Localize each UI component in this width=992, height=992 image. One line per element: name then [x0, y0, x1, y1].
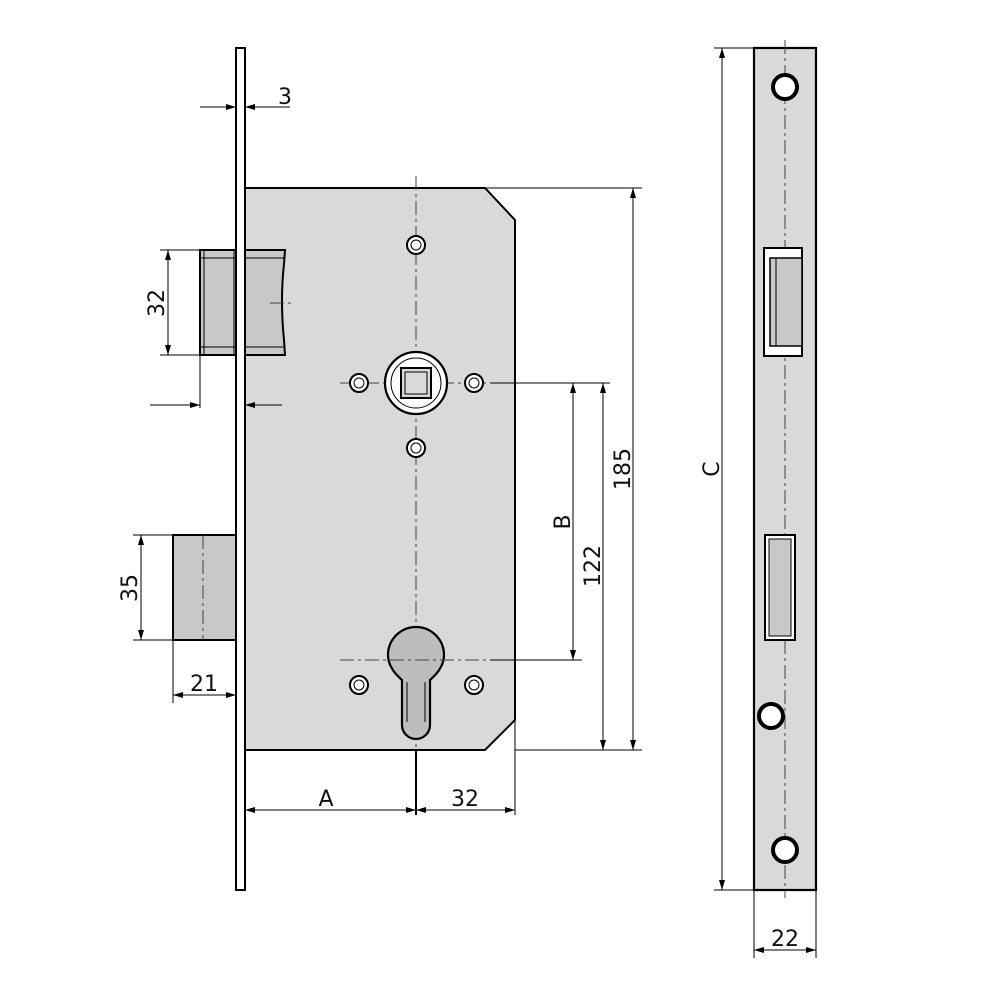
faceplate-screw-middle — [757, 702, 785, 730]
label-faceplate-length: C — [700, 461, 725, 476]
label-backset: A — [318, 787, 333, 812]
front-view: C 22 — [700, 40, 818, 958]
dim-faceplate-width: 22 — [753, 890, 817, 958]
dim-backset: A — [245, 787, 416, 813]
faceplate-side — [235, 47, 246, 891]
deadbolt — [172, 534, 242, 641]
lock-case — [244, 187, 516, 751]
label-faceplate-thickness: 3 — [278, 85, 292, 110]
dim-faceplate-thickness: 3 — [200, 85, 292, 110]
dim-deadbolt-height: 35 — [118, 534, 173, 641]
label-spindle-to-cylinder: B — [551, 514, 576, 529]
screw-hole-left — [349, 373, 369, 393]
cylinder-cutout — [386, 625, 446, 741]
label-deadbolt-height: 35 — [118, 574, 143, 602]
dim-lower-height: 122 — [515, 383, 612, 751]
label-case-height: 185 — [611, 448, 636, 490]
dim-cylinder-to-edge: 32 — [416, 720, 516, 815]
label-deadbolt-throw: 21 — [190, 672, 218, 697]
dim-deadbolt-throw: 21 — [172, 640, 236, 703]
label-lower-height: 122 — [581, 545, 606, 587]
label-latch-height: 32 — [145, 289, 170, 317]
dim-case-height: 185 — [485, 187, 642, 751]
side-view: 3 32 35 21 A — [118, 47, 642, 891]
faceplate-screw-top — [771, 73, 799, 101]
label-faceplate-width: 22 — [771, 927, 799, 952]
screw-hole-bottom-right — [464, 675, 484, 695]
label-cylinder-to-edge: 32 — [451, 787, 479, 812]
faceplate-latch-opening — [763, 247, 803, 357]
spindle-hub — [383, 350, 449, 416]
dim-latch-height: 32 — [145, 249, 200, 356]
faceplate-deadbolt-opening — [764, 534, 796, 641]
dim-latch-throw — [150, 355, 282, 408]
dim-faceplate-length: C — [700, 47, 754, 891]
screw-hole-middle — [406, 438, 426, 458]
dim-spindle-to-cylinder: B — [490, 382, 610, 661]
faceplate-screw-bottom — [771, 836, 799, 864]
square-spindle-hole — [400, 367, 432, 399]
screw-hole-bottom-left — [349, 675, 369, 695]
screw-hole-right — [464, 373, 484, 393]
screw-hole-top — [406, 235, 426, 255]
